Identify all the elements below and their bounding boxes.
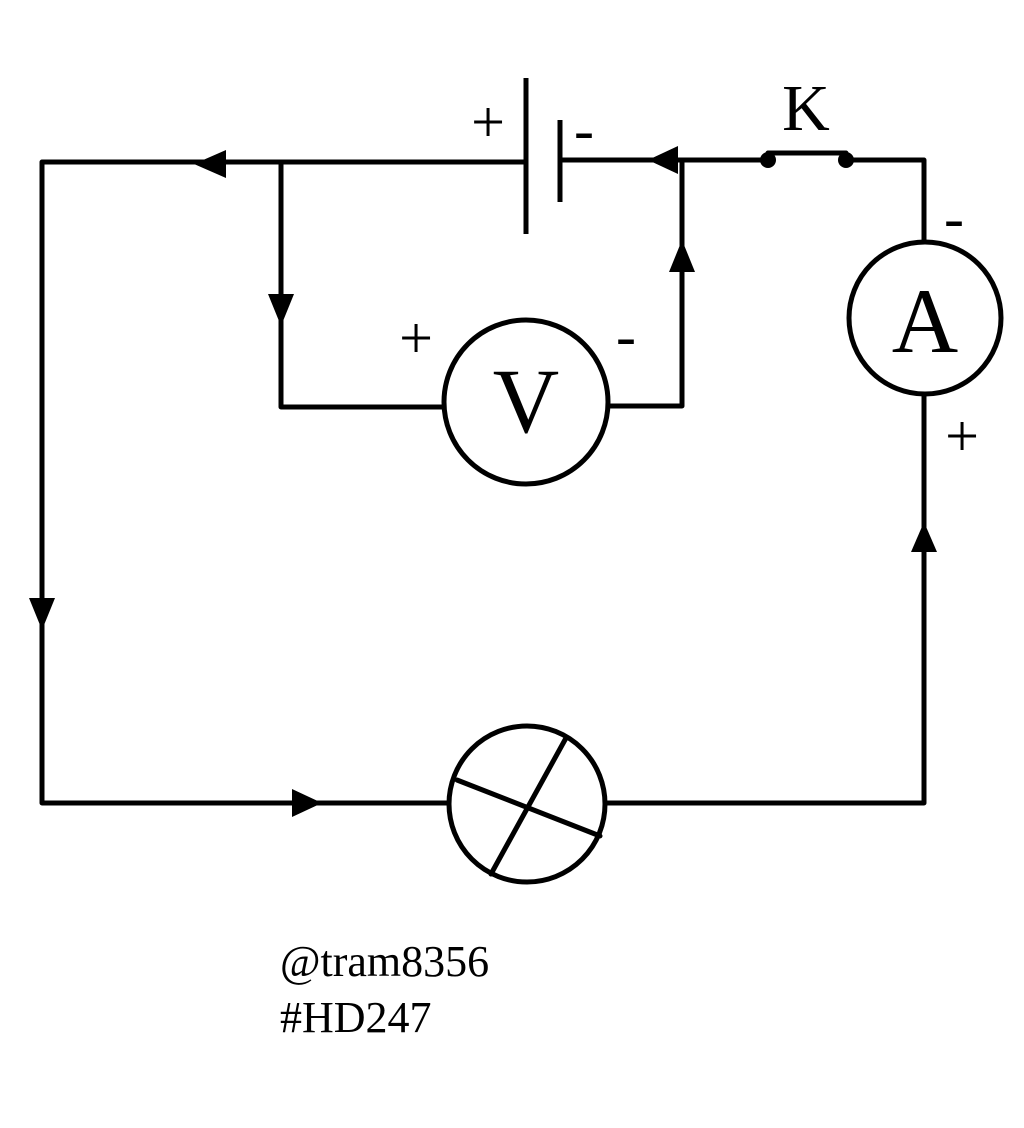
arrow-bottom-right bbox=[292, 789, 322, 817]
battery: + - bbox=[471, 78, 594, 234]
switch-contact-left bbox=[760, 152, 776, 168]
ammeter: A - + bbox=[846, 185, 1004, 469]
switch-contact-right bbox=[838, 152, 854, 168]
wires bbox=[39, 157, 927, 806]
voltmeter-negative-sign: - bbox=[616, 303, 636, 369]
switch-label: K bbox=[782, 72, 830, 145]
wire-ammeter-to-lamp bbox=[603, 391, 927, 806]
arrow-voltmeter-up bbox=[669, 240, 695, 272]
battery-positive-sign: + bbox=[471, 89, 505, 155]
arrow-top-left bbox=[194, 150, 226, 178]
battery-negative-sign: - bbox=[574, 97, 594, 163]
lamp-circle bbox=[446, 723, 608, 885]
arrow-right-up bbox=[911, 522, 937, 552]
arrow-voltmeter-down bbox=[268, 294, 294, 326]
credit-tag: #HD247 bbox=[280, 993, 432, 1042]
ammeter-negative-sign: - bbox=[944, 185, 964, 251]
switch-k: K bbox=[760, 72, 854, 168]
voltmeter-circle bbox=[441, 317, 611, 487]
lamp-filament-b bbox=[454, 777, 603, 839]
arrow-left-down bbox=[29, 598, 55, 630]
wire-voltmeter-right bbox=[607, 157, 685, 409]
voltmeter-positive-sign: + bbox=[399, 305, 433, 371]
ammeter-label: A bbox=[892, 270, 958, 372]
current-arrows bbox=[29, 146, 937, 817]
lamp bbox=[446, 723, 608, 885]
voltmeter-label: V bbox=[493, 350, 559, 452]
wire-switch-to-ammeter bbox=[843, 157, 927, 245]
wire-voltmeter-left bbox=[278, 159, 445, 410]
credit-handle: @tram8356 bbox=[280, 937, 490, 986]
ammeter-positive-sign: + bbox=[945, 403, 979, 469]
ammeter-circle bbox=[846, 239, 1004, 397]
voltmeter: V + - bbox=[399, 303, 636, 487]
arrow-top-middle bbox=[648, 146, 678, 174]
